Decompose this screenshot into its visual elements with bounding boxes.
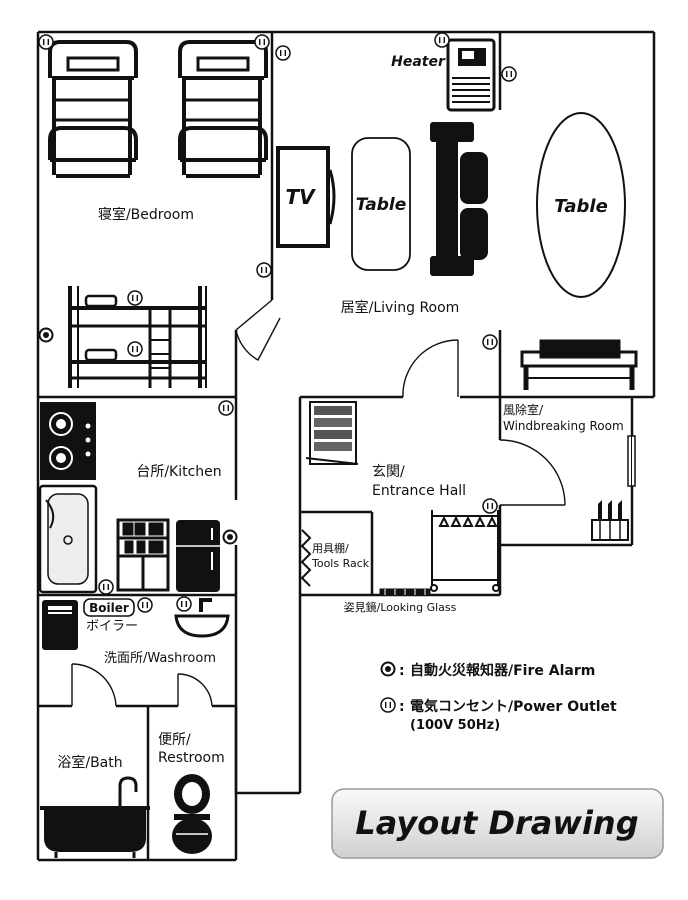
windbreaking-label-jp: 風除室/	[503, 402, 544, 417]
boiler-jp-label: ボイラー	[86, 619, 138, 634]
bed-left	[48, 40, 138, 178]
door-windbreaking	[499, 439, 566, 506]
tools-rack-label-en: Tools Rack	[311, 557, 370, 570]
legend: : 自動火災報知器/Fire Alarm : 電気コンセント/Power Out…	[380, 661, 617, 733]
title-box: Layout Drawing	[331, 788, 664, 859]
tools-rack-label-jp: 用具棚/	[312, 541, 349, 555]
looking-glass-label: 姿見鏡/Looking Glass	[344, 600, 457, 614]
bench	[520, 339, 638, 390]
wash-basin	[174, 598, 230, 638]
boiler	[42, 600, 78, 650]
shoe-rack	[305, 401, 359, 465]
entrance-hall-label-en: Entrance Hall	[372, 483, 466, 499]
hanger-rack	[430, 510, 500, 592]
door-restroom	[177, 673, 213, 707]
looking-glass	[379, 588, 431, 596]
windbreaking-window	[627, 435, 636, 487]
heater-label: Heater	[391, 54, 446, 70]
legend-colon-2: :	[399, 699, 405, 715]
windbreaking-label-en: Windbreaking Room	[503, 419, 624, 433]
kitchen-cabinet	[116, 518, 170, 592]
restroom-label-en: Restroom	[158, 750, 225, 766]
bunk-bed	[68, 286, 207, 388]
tools-rack	[300, 529, 312, 587]
washroom-label: 洗面所/Washroom	[104, 651, 216, 666]
title: Layout Drawing	[355, 804, 638, 842]
restroom-label-jp: 便所/	[158, 732, 191, 748]
sink	[38, 484, 98, 594]
bathtub	[40, 776, 150, 858]
bath-label: 浴室/Bath	[57, 754, 122, 771]
tv-label: TV	[285, 185, 316, 209]
legend-power-outlet-spec: (100V 50Hz)	[410, 718, 500, 733]
bed-right	[178, 40, 268, 178]
power-outlet-icon	[380, 697, 396, 713]
table-small	[351, 137, 411, 271]
door-entrance	[402, 339, 459, 398]
bedroom-label: 寝室/Bedroom	[98, 206, 194, 223]
tv	[276, 146, 336, 248]
legend-colon-1: :	[399, 663, 405, 679]
legend-fire-alarm: 自動火災報知器/Fire Alarm	[410, 662, 595, 679]
entrance-hall-label-jp: 玄関/	[372, 463, 405, 480]
sofa	[430, 122, 488, 276]
door-bedroom	[235, 299, 281, 361]
stove	[40, 402, 96, 480]
fire-alarm-icon	[380, 661, 396, 677]
boiler-tag-label: Boiler	[89, 601, 129, 615]
living-room-label: 居室/Living Room	[341, 299, 460, 316]
toilet	[172, 774, 212, 854]
umbrella-stand	[591, 500, 629, 541]
table-small-label: Table	[356, 195, 407, 215]
kitchen-label: 台所/Kitchen	[136, 464, 221, 480]
refrigerator	[176, 520, 220, 592]
boiler-tag-box	[83, 598, 135, 617]
table-oval-label: Table	[554, 196, 608, 217]
table-oval	[536, 112, 626, 298]
legend-power-outlet: 電気コンセント/Power Outlet	[410, 698, 617, 715]
heater	[446, 38, 496, 112]
door-washroom	[71, 663, 117, 707]
